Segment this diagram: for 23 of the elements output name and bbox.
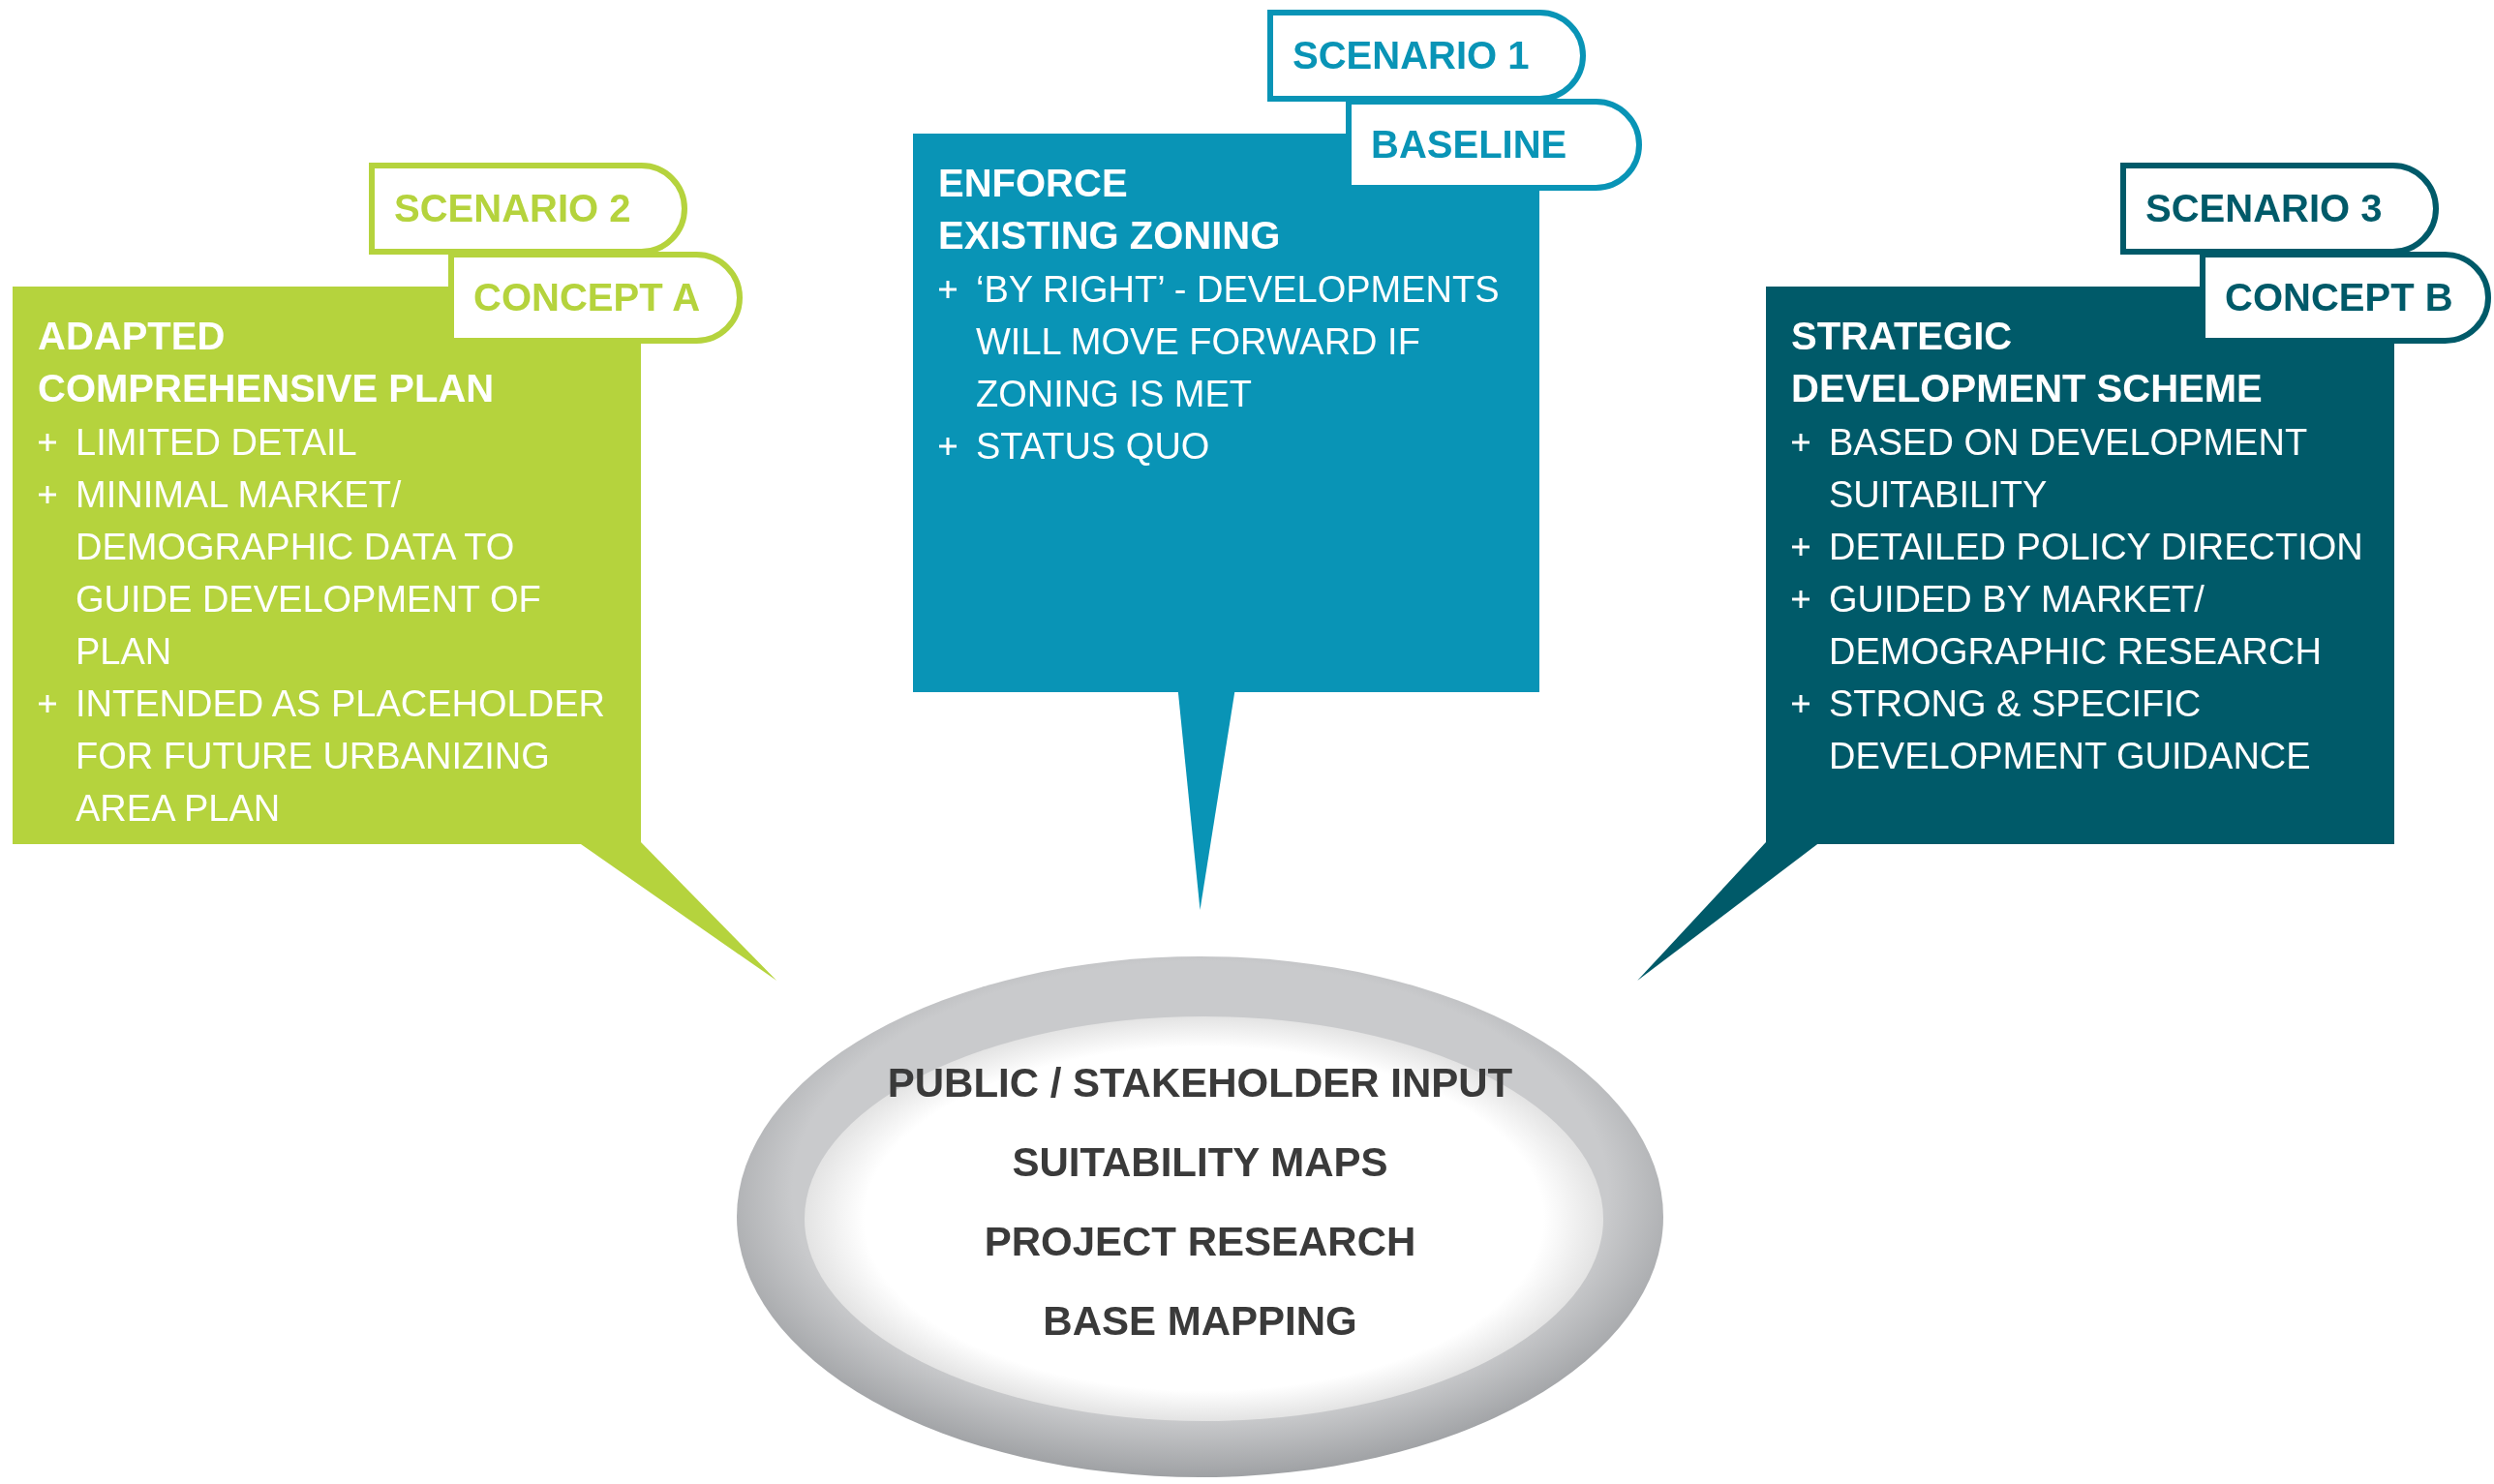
bullet-text: BASED ON DEVELOPMENT SUITABILITY: [1829, 421, 2308, 517]
ellipse-text: SUITABILITY MAPS: [1012, 1139, 1388, 1186]
tag-label: BASELINE: [1346, 99, 1642, 191]
callout-pointer: [1637, 842, 1820, 982]
tag-label: SCENARIO 3: [2120, 163, 2439, 255]
ellipse-text: BASE MAPPING: [1043, 1298, 1357, 1345]
bullet-text: INTENDED AS PLACEHOLDER FOR FUTURE URBANIZING AREA PLAN: [76, 682, 606, 831]
bullet-text: ‘BY RIGHT’ - DEVELOPMENTS WILL MOVE FORWARD IF ZONING IS MET: [976, 268, 1501, 416]
bullet-text: GUIDED BY MARKET/ DEMOGRAPHIC RESEARCH: [1829, 578, 2323, 674]
bullet-text: STRONG & SPECIFIC DEVELOPMENT GUIDANCE: [1829, 682, 2312, 778]
ellipse-text: PUBLIC / STAKEHOLDER INPUT: [887, 1060, 1513, 1106]
tag-label: CONCEPT A: [448, 252, 743, 344]
tag-label: SCENARIO 1: [1267, 10, 1586, 102]
box-heading: ENFORCE EXISTING ZONING: [938, 161, 1282, 258]
ellipse-text: PROJECT RESEARCH: [984, 1219, 1416, 1265]
callout-pointer: [1177, 690, 1235, 910]
tag-label: SCENARIO 2: [369, 163, 687, 255]
bullet-text: STATUS QUO: [976, 425, 1210, 469]
bullet-text: LIMITED DETAIL: [76, 421, 357, 465]
bullet-text: DETAILED POLICY DIRECTION: [1829, 526, 2363, 569]
tag-label: CONCEPT B: [2200, 252, 2491, 344]
bullet-text: MINIMAL MARKET/ DEMOGRAPHIC DATA TO GUIDE DEVELOPMENT OF PLAN: [76, 473, 542, 674]
ellipse-ring: [735, 954, 1665, 1479]
